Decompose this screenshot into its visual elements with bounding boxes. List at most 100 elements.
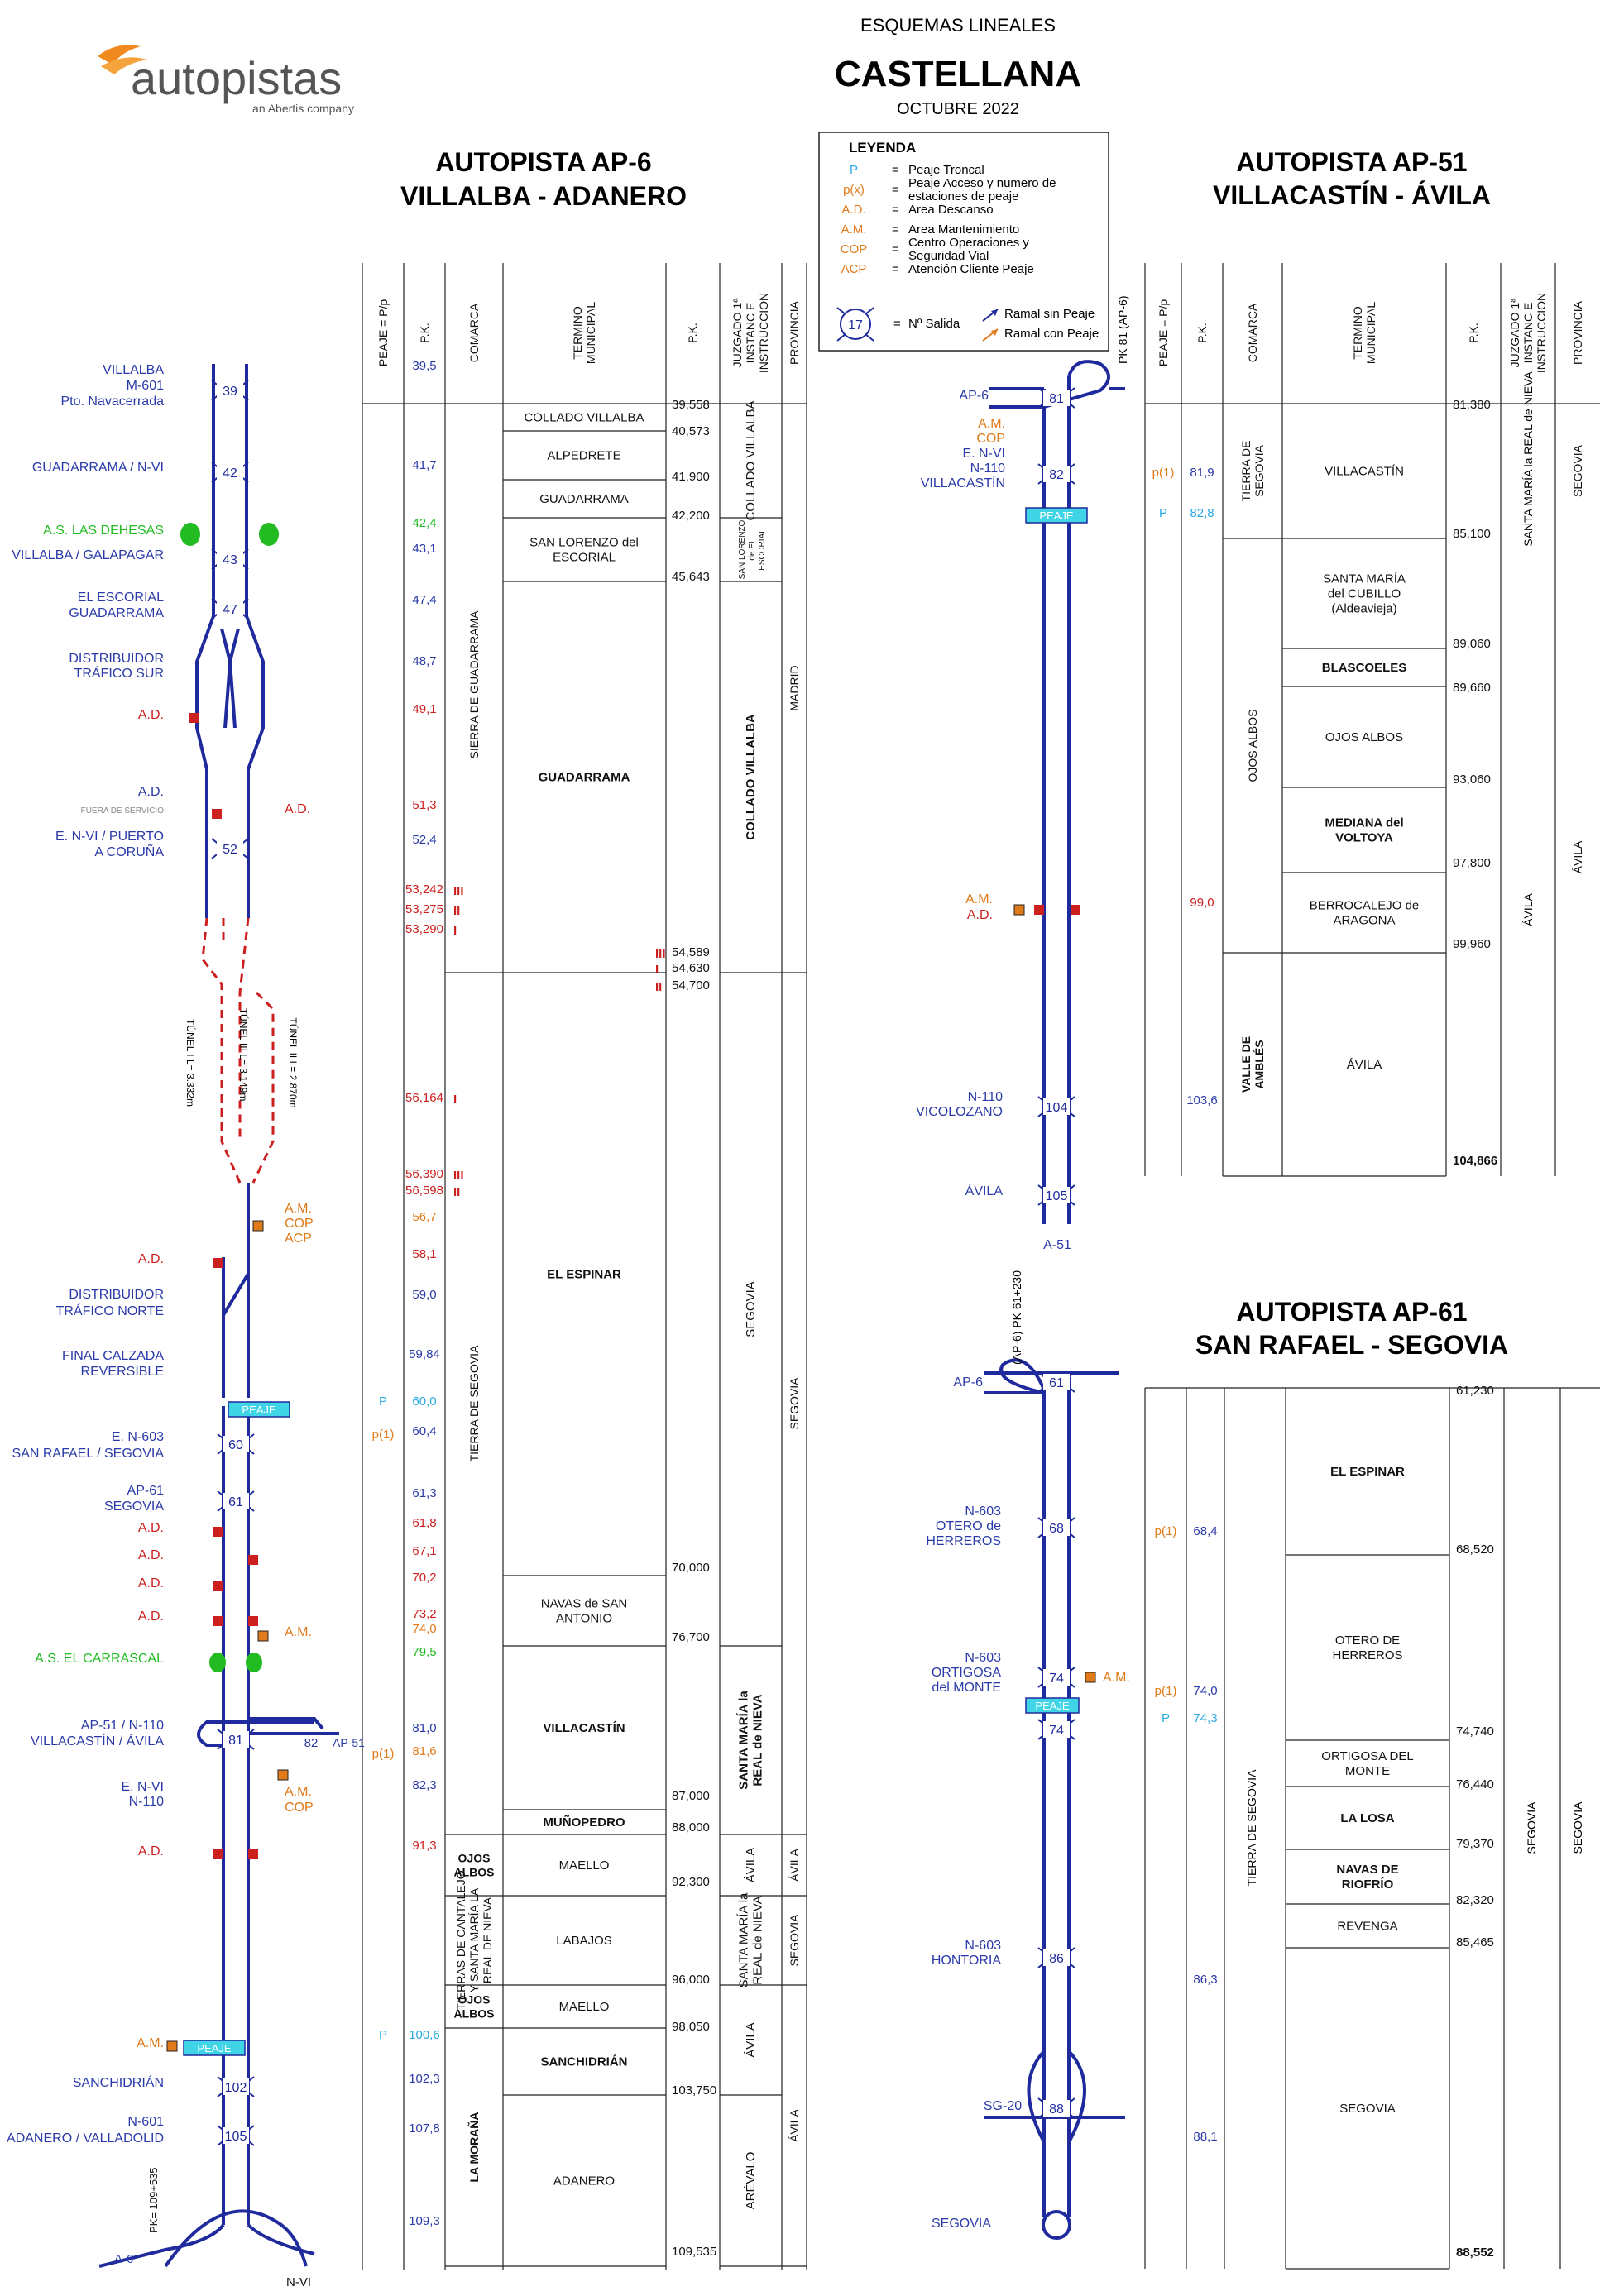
juzgado-label: ÁVILA [744, 2022, 758, 2058]
tunnel-marker-3: I [453, 924, 457, 938]
diagram-label: A.S. EL CARRASCAL [35, 1652, 164, 1666]
column-header: PEAJE = P/p [1157, 299, 1170, 367]
ap51-juzgado: SANTA MARÍA la REAL de NIEVA [1521, 371, 1535, 547]
diagram-label: EL ESCORIAL [78, 591, 164, 605]
diagram-label: A CORUÑA [94, 843, 164, 859]
ap61-loop [999, 1358, 1046, 1394]
juzgado-label: COLLADO VILLALBA [744, 714, 758, 840]
pk-right-value: 98,050 [672, 2020, 710, 2034]
column-header: COMARCA [1246, 303, 1259, 362]
exit-number-bg [217, 840, 243, 857]
peaje-value: p(1) [372, 1747, 395, 1761]
ap6-ap51-loop [197, 1720, 314, 1747]
pk-right-value: 40,573 [672, 424, 710, 438]
rest-area-marker [213, 1258, 223, 1268]
legend-text: Atención Cliente Peaje [908, 262, 1034, 276]
municipio-label: EL ESPINAR [1330, 1465, 1405, 1479]
pk-right-value: 97,800 [1453, 856, 1491, 870]
ap61-title: AUTOPISTA AP-61 [1236, 1297, 1467, 1327]
diagram-label: E. N-603 [112, 1430, 164, 1444]
diagram-label: SG-20 [984, 2099, 1022, 2113]
exit-number: 105 [225, 2130, 247, 2144]
exit-number: 74 [1049, 1672, 1064, 1686]
diagram-label: N-603 [965, 1939, 1001, 1953]
pk-value: 103,6 [1186, 1093, 1218, 1107]
ap6-end-pk: PK= 109+535 [147, 2167, 160, 2233]
exit-marker: 105 [1037, 1184, 1075, 1206]
header-title: CASTELLANA [835, 54, 1081, 94]
diagram-label: E. N-VI [962, 447, 1005, 461]
column-header: PROVINCIA [788, 300, 801, 365]
exit-number: 43 [223, 553, 237, 567]
juzgado-label: ÁVILA [744, 1848, 758, 1883]
autopistas-logo: autopistas an Abertis company [98, 45, 354, 115]
ap61-maintenance-marker [1085, 1672, 1096, 1683]
pk-value: 82,3 [412, 1778, 436, 1792]
pk-value: 70,2 [412, 1571, 436, 1585]
maintenance-marker [1013, 904, 1025, 916]
exit-marker: 39 [211, 380, 249, 401]
exit-number-bg [217, 600, 243, 617]
diagram-label: VILLACASTÍN / ÁVILA [31, 1733, 164, 1748]
diagram-label: HERREROS [926, 1534, 1001, 1548]
peaje-value: P [1159, 506, 1167, 520]
comarca-label: TIERRA DE SEGOVIA [467, 1345, 481, 1461]
ap6-end-nvi-label: N-VI [286, 2275, 311, 2289]
diagram-label: COP [976, 432, 1005, 446]
diagram-label: TRÁFICO SUR [74, 665, 164, 681]
ap61-peaje-col: p(1) p(1) P [1155, 1524, 1177, 1725]
pk-right-value: 61,230 [1456, 1384, 1494, 1398]
diagram-label: COP [285, 1801, 314, 1815]
diagram-label: Pto. Navacerrada [60, 395, 164, 409]
pk-value: 43,1 [412, 542, 436, 556]
comarca-label: OJOS ALBOS [1246, 710, 1259, 782]
peaje-value: p(1) [1155, 1524, 1177, 1538]
rest-area-marker [248, 1849, 258, 1859]
ap6-toll-label-101: PEAJE [197, 2042, 232, 2054]
ap6-tunnels [201, 917, 275, 1184]
legend-exit-eq: = [893, 317, 901, 331]
diagram-label: A.M. [978, 417, 1005, 431]
pk-value: 56,164 [405, 1091, 443, 1105]
ap6-exit-82: 82 [304, 1736, 319, 1750]
diagram-label: N-603 [965, 1651, 1001, 1665]
provincia-label: SEGOVIA [1571, 444, 1584, 497]
pk-value: 88,1 [1193, 2130, 1217, 2144]
diagram-label: FINAL CALZADA [62, 1349, 164, 1363]
pk-right-value: 85,465 [1456, 1935, 1494, 1949]
pk-right-value: 93,060 [1453, 773, 1491, 787]
ap51-juzgado-avila: ÁVILA [1521, 893, 1535, 926]
diagram-label: FUERA DE SERVICIO [81, 806, 165, 816]
ap6-end-nvi [247, 2223, 315, 2255]
peaje-value: p(1) [1155, 1684, 1177, 1698]
column-header: TERMINOMUNICIPAL [1351, 302, 1377, 364]
legend-text: Peaje Troncal [908, 163, 984, 177]
municipio-label: LA LOSA [1340, 1811, 1394, 1825]
diagram-label: A.M. [1103, 1671, 1130, 1685]
ap6-peaje-boxes: PEAJE PEAJE [183, 1401, 290, 2056]
exit-number-bg [1043, 1949, 1070, 1966]
municipio-label: GUADARRAMA [539, 492, 629, 506]
pk-value: 73,2 [412, 1607, 436, 1621]
municipio-label: OJOS ALBOS [1325, 730, 1403, 744]
tunnel-marker-5: III [453, 1169, 464, 1183]
legend-ramp-toll: Ramal con Peaje [1004, 327, 1099, 341]
municipio-label: VILLACASTÍN [1325, 465, 1404, 479]
municipio-label: SANCHIDRIÁN [541, 2055, 628, 2069]
diagram-label: ÁVILA [965, 1183, 1004, 1198]
ap61-segovia-roundabout [1042, 2210, 1071, 2240]
pk-right-value: 92,300 [672, 1875, 710, 1889]
diagram-label: A.M. [137, 2036, 164, 2050]
ap51-table-grid [1144, 263, 1600, 1176]
peaje-value: P [1162, 1711, 1170, 1725]
diagram-label: SEGOVIA [104, 1500, 164, 1514]
